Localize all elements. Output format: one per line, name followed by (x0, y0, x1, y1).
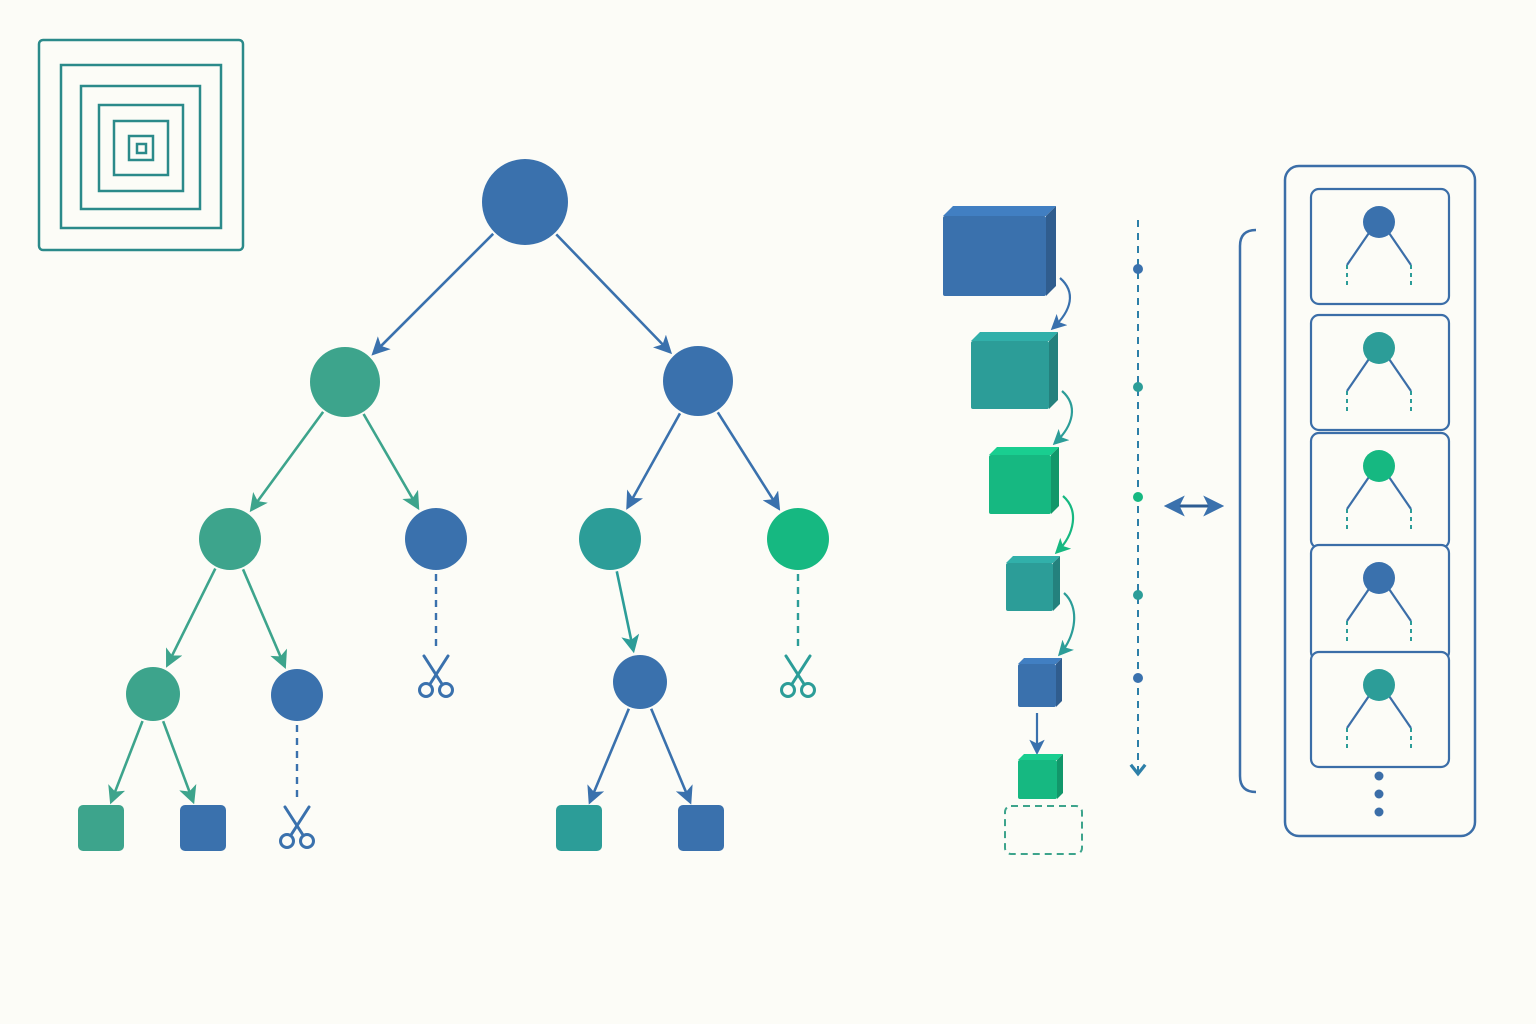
tree-edge-root-l1-left (371, 232, 495, 356)
timeline-dot (1133, 264, 1143, 274)
timeline (1129, 220, 1147, 777)
stack-cube (1018, 658, 1062, 707)
tree-node-l2-d (767, 508, 829, 570)
tree-node-l1-right (663, 346, 733, 416)
tree-edge-l3-a-leaf-2 (161, 720, 197, 805)
cube-stack (943, 206, 1083, 855)
tree-edge-l3-a-leaf-1 (108, 720, 144, 805)
timeline-dot (1133, 590, 1143, 600)
pruned-branches (279, 574, 816, 849)
tree-node-l2-a (199, 508, 261, 570)
tree-edge-l2-a-l3-a (166, 567, 217, 668)
snapshot-card (1309, 543, 1451, 662)
tree-leaf-leaf-1 (78, 805, 124, 851)
tree-edge-l2-a-l3-b (241, 568, 287, 669)
ellipsis-dot (1374, 807, 1384, 817)
stack-cube (1006, 556, 1060, 611)
tree-node-l2-b (405, 508, 467, 570)
ellipsis-dot (1374, 789, 1384, 799)
tree-edge-root-l1-right (555, 233, 673, 355)
tree-edge-l1-left-l2-a (249, 411, 325, 513)
empty-stack-slot (1004, 805, 1083, 855)
stack-transition-arrow (1057, 592, 1076, 657)
tree-node-l3-b (271, 669, 323, 721)
tree-edge-l3-c-leaf-4 (649, 708, 693, 805)
tree-edge-l1-right-l2-d (716, 411, 781, 511)
scissors-icon (780, 654, 816, 698)
tree-edges (108, 232, 781, 805)
tree-node-root (482, 159, 568, 245)
tree-edge-l1-right-l2-c (626, 412, 682, 510)
snapshot-node (1363, 450, 1395, 482)
tree-leaf-leaf-3 (556, 805, 602, 851)
timeline-dot (1133, 492, 1143, 502)
snapshot-card (1309, 187, 1451, 306)
snapshot-card (1309, 650, 1451, 769)
tree-leaf-leaf-4 (678, 805, 724, 851)
snapshot-card (1309, 431, 1451, 550)
tree-node-l3-a (126, 667, 180, 721)
vertical-ellipsis-icon (1374, 771, 1384, 817)
timeline-dot (1133, 382, 1143, 392)
snapshot-cards (1309, 187, 1451, 769)
panel-bracket (1238, 228, 1257, 794)
stack-cube (971, 332, 1058, 409)
ellipsis-dot (1374, 771, 1384, 781)
stack-cube (989, 447, 1059, 514)
snapshot-node (1363, 562, 1395, 594)
snapshot-node (1363, 206, 1395, 238)
stack-transition-arrow (1050, 277, 1072, 331)
tree-nodes (78, 159, 829, 851)
stack-cube (1018, 754, 1063, 799)
tree-leaf-leaf-2 (180, 805, 226, 851)
scissors-icon (418, 654, 454, 698)
tree-node-l2-c (579, 508, 641, 570)
stack-cube (943, 206, 1056, 296)
nested-squares-icon (37, 38, 245, 252)
timeline-dot (1133, 673, 1143, 683)
snapshot-panel (1283, 164, 1477, 838)
snapshot-card (1309, 313, 1451, 432)
tree-node-l1-left (310, 347, 380, 417)
tree-edge-l2-c-l3-c (615, 571, 640, 654)
tree-node-l3-c (613, 655, 667, 709)
snapshot-node (1363, 669, 1395, 701)
scissors-icon (279, 805, 315, 849)
stack-transition-arrow (1052, 390, 1074, 446)
snapshot-node (1363, 332, 1395, 364)
tree-edge-l1-left-l2-b (362, 413, 420, 511)
stack-transition-arrow (1054, 495, 1075, 555)
tree-edge-l3-c-leaf-3 (587, 708, 631, 805)
